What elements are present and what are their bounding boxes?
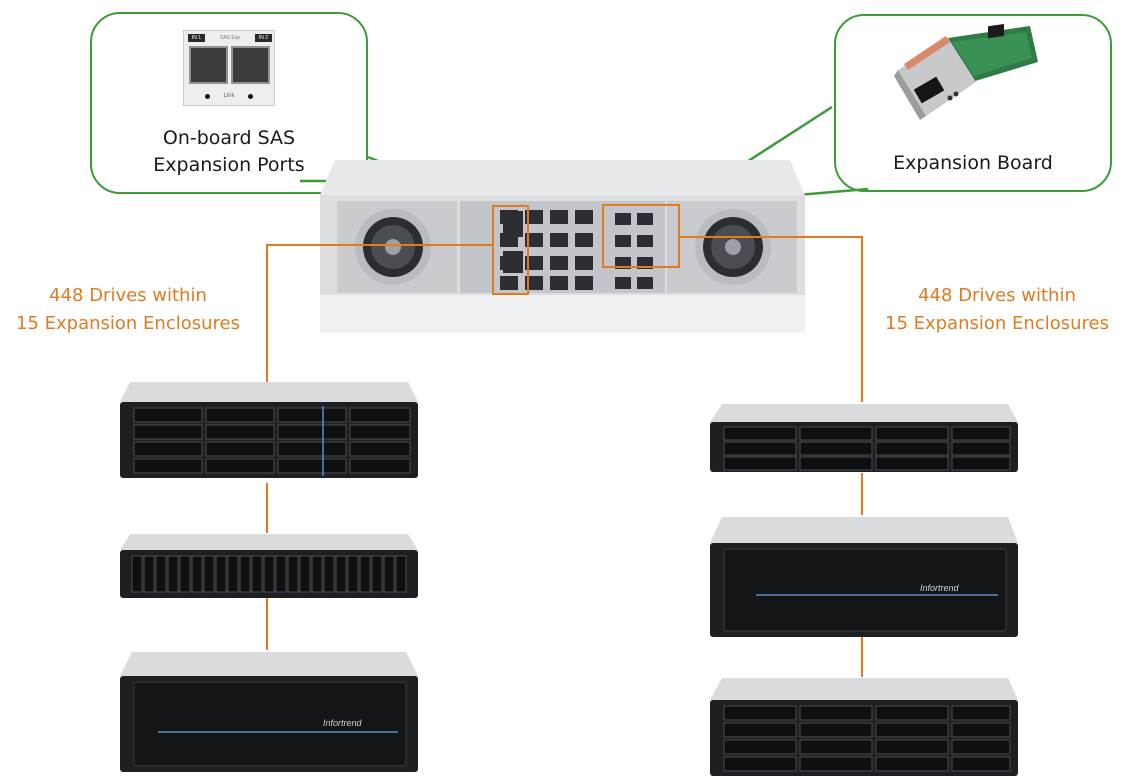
callout-right-title: Expansion Board	[893, 152, 1053, 174]
callout-left-title-line2: Expansion Ports	[153, 154, 305, 176]
right-label-line2: 15 Expansion Enclosures	[885, 313, 1109, 334]
right-connector-2	[861, 473, 863, 515]
brand-logo: Infortrend	[323, 718, 362, 728]
right-connector-h	[680, 236, 863, 238]
storage-controller-chassis	[315, 155, 810, 335]
sas-port-2	[231, 46, 270, 84]
in2-tag: IN 2	[255, 34, 272, 42]
sas-port-module-icon: IN 1 SAS Exp IN 2 Link	[183, 30, 275, 106]
expansion-board-icon	[894, 24, 1038, 120]
left-connector-v	[266, 244, 268, 382]
brand-logo: Infortrend	[920, 583, 959, 593]
led-icon	[205, 94, 210, 99]
right-drive-count-label: 448 Drives within 15 Expansion Enclosure…	[868, 282, 1126, 338]
left-drive-count-label: 448 Drives within 15 Expansion Enclosure…	[0, 282, 256, 338]
in1-tag: IN 1	[188, 34, 205, 42]
left-label-line1: 448 Drives within	[49, 285, 207, 306]
sas-exp-tag: SAS Exp	[219, 35, 240, 41]
right-connector-v	[861, 236, 863, 402]
expansion-board-highlight	[602, 204, 680, 268]
sas-ports-highlight	[492, 205, 529, 295]
enclosure-left-2	[118, 532, 423, 605]
enclosure-right-1	[708, 402, 1023, 479]
enclosure-right-2: Infortrend	[708, 515, 1023, 644]
led-icon	[248, 94, 253, 99]
sas-port-1	[189, 46, 228, 84]
left-label-line2: 15 Expansion Enclosures	[16, 313, 240, 334]
enclosure-left-3: Infortrend	[118, 650, 423, 779]
right-label-line1: 448 Drives within	[918, 285, 1076, 306]
left-connector-3	[266, 598, 268, 650]
left-connector-2	[266, 483, 268, 533]
callout-left-title-line1: On-board SAS	[162, 127, 296, 149]
right-connector-3	[861, 637, 863, 677]
enclosure-right-3	[708, 676, 1023, 781]
left-connector-h	[266, 244, 492, 246]
link-label: Link	[223, 93, 235, 99]
enclosure-left-1	[118, 380, 423, 485]
callout-left-title: On-board SAS Expansion Ports	[90, 125, 368, 179]
